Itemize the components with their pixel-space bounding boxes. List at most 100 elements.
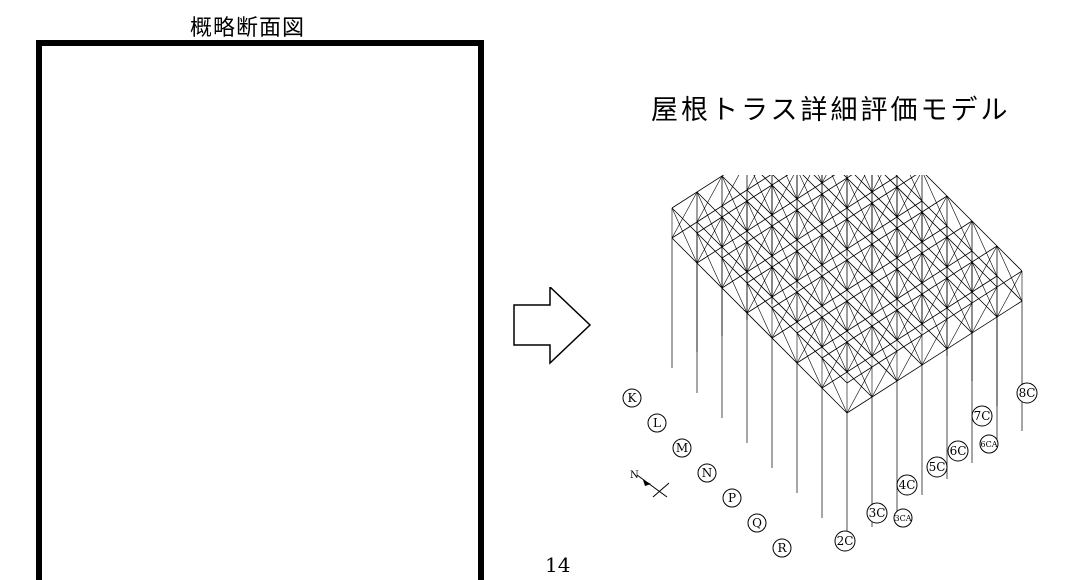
truss-member — [871, 350, 898, 398]
truss-member — [821, 259, 848, 307]
row-label-N-circle — [697, 463, 717, 483]
truss-member — [696, 191, 873, 368]
truss-member — [821, 357, 848, 414]
truss-member — [796, 291, 823, 348]
truss-member — [921, 293, 948, 350]
truss-member — [746, 189, 923, 366]
truss-member — [846, 177, 873, 234]
truss-member — [721, 241, 748, 289]
truss-member — [771, 209, 798, 257]
truss-member — [671, 207, 698, 264]
truss-member — [785, 175, 798, 200]
truss-member — [871, 268, 898, 316]
column-label-6C: 6C — [950, 444, 967, 458]
compass-north-label: N — [630, 470, 639, 481]
truss-member — [846, 243, 873, 291]
truss-member — [871, 202, 898, 259]
truss-member — [796, 250, 973, 364]
truss-member — [821, 341, 848, 389]
truss-member — [896, 227, 923, 284]
truss-member — [921, 211, 948, 268]
truss-member — [796, 175, 811, 200]
truss-member — [671, 207, 848, 384]
truss-member — [771, 225, 948, 339]
truss-member — [996, 245, 1023, 302]
truss-member — [846, 202, 873, 250]
truss-member — [971, 220, 998, 277]
column-label-4C-circle — [896, 474, 918, 496]
truss-member — [846, 300, 873, 357]
truss-member — [772, 175, 948, 350]
truss-member — [696, 232, 723, 289]
truss-member — [761, 175, 923, 336]
column-label-6CA: 6CA — [981, 440, 998, 449]
truss-member — [771, 175, 795, 216]
truss-member — [671, 175, 725, 209]
page-number: 14 — [545, 553, 571, 577]
truss-member — [946, 277, 973, 334]
truss-member — [846, 175, 866, 209]
truss-member — [946, 302, 973, 350]
truss-member — [846, 284, 873, 332]
truss-member — [721, 175, 748, 232]
truss-member — [821, 275, 998, 389]
truss-member — [896, 293, 923, 341]
truss-member — [871, 227, 898, 275]
section-diagram-title: 概略断面図 — [190, 16, 306, 41]
column-label-8C: 8C — [1019, 386, 1036, 400]
truss-member — [796, 332, 823, 389]
truss-member — [746, 184, 773, 232]
column-label-3C: 3C — [869, 506, 886, 520]
column-label-3CA: 3CA — [895, 514, 912, 523]
truss-member — [871, 186, 898, 234]
row-label-N: N — [702, 466, 713, 480]
truss-member — [721, 175, 740, 207]
column-label-7C: 7C — [974, 409, 991, 423]
truss-member — [896, 309, 923, 366]
truss-member — [877, 175, 898, 218]
truss-member — [846, 366, 873, 414]
truss-member — [746, 175, 756, 191]
truss-member — [843, 175, 973, 304]
truss-member — [896, 175, 898, 177]
truss-member — [746, 200, 923, 314]
truss-member — [846, 218, 873, 275]
truss-member — [896, 268, 923, 325]
truss-member — [884, 175, 998, 288]
truss-member — [721, 175, 898, 289]
truss-member — [971, 245, 998, 293]
truss-member — [796, 220, 973, 334]
row-label-L-circle — [647, 413, 667, 433]
truss-member — [799, 175, 823, 225]
column-label-6CA-circle — [979, 434, 999, 454]
truss-member — [796, 234, 823, 282]
truss-member — [821, 177, 848, 225]
truss-member — [696, 216, 723, 264]
truss-member — [796, 193, 823, 241]
truss-member — [821, 193, 848, 250]
truss-model-title: 屋根トラス詳細評価モデル — [651, 95, 1011, 126]
row-label-Q: Q — [752, 516, 762, 530]
truss-member — [746, 241, 773, 298]
row-label-L: L — [653, 416, 661, 430]
truss-member — [821, 175, 827, 184]
column-label-2C-circle — [834, 530, 856, 552]
section-diagram-frame — [36, 40, 484, 580]
column-label-6C-circle — [947, 440, 969, 462]
truss-member — [923, 175, 948, 227]
truss-member — [746, 282, 773, 339]
truss-member — [746, 225, 773, 273]
truss-member — [721, 175, 853, 259]
truss-member — [671, 237, 848, 414]
truss-member — [771, 250, 798, 298]
column-label-3CA-circle — [893, 508, 913, 528]
row-label-M-circle — [672, 438, 692, 458]
column-label-2C: 2C — [837, 534, 854, 548]
truss-member — [846, 259, 873, 316]
truss-member — [871, 284, 898, 341]
truss-member — [946, 261, 973, 309]
truss-member — [721, 216, 748, 273]
north-arrow-icon: N — [630, 470, 670, 498]
truss-member — [871, 175, 882, 193]
